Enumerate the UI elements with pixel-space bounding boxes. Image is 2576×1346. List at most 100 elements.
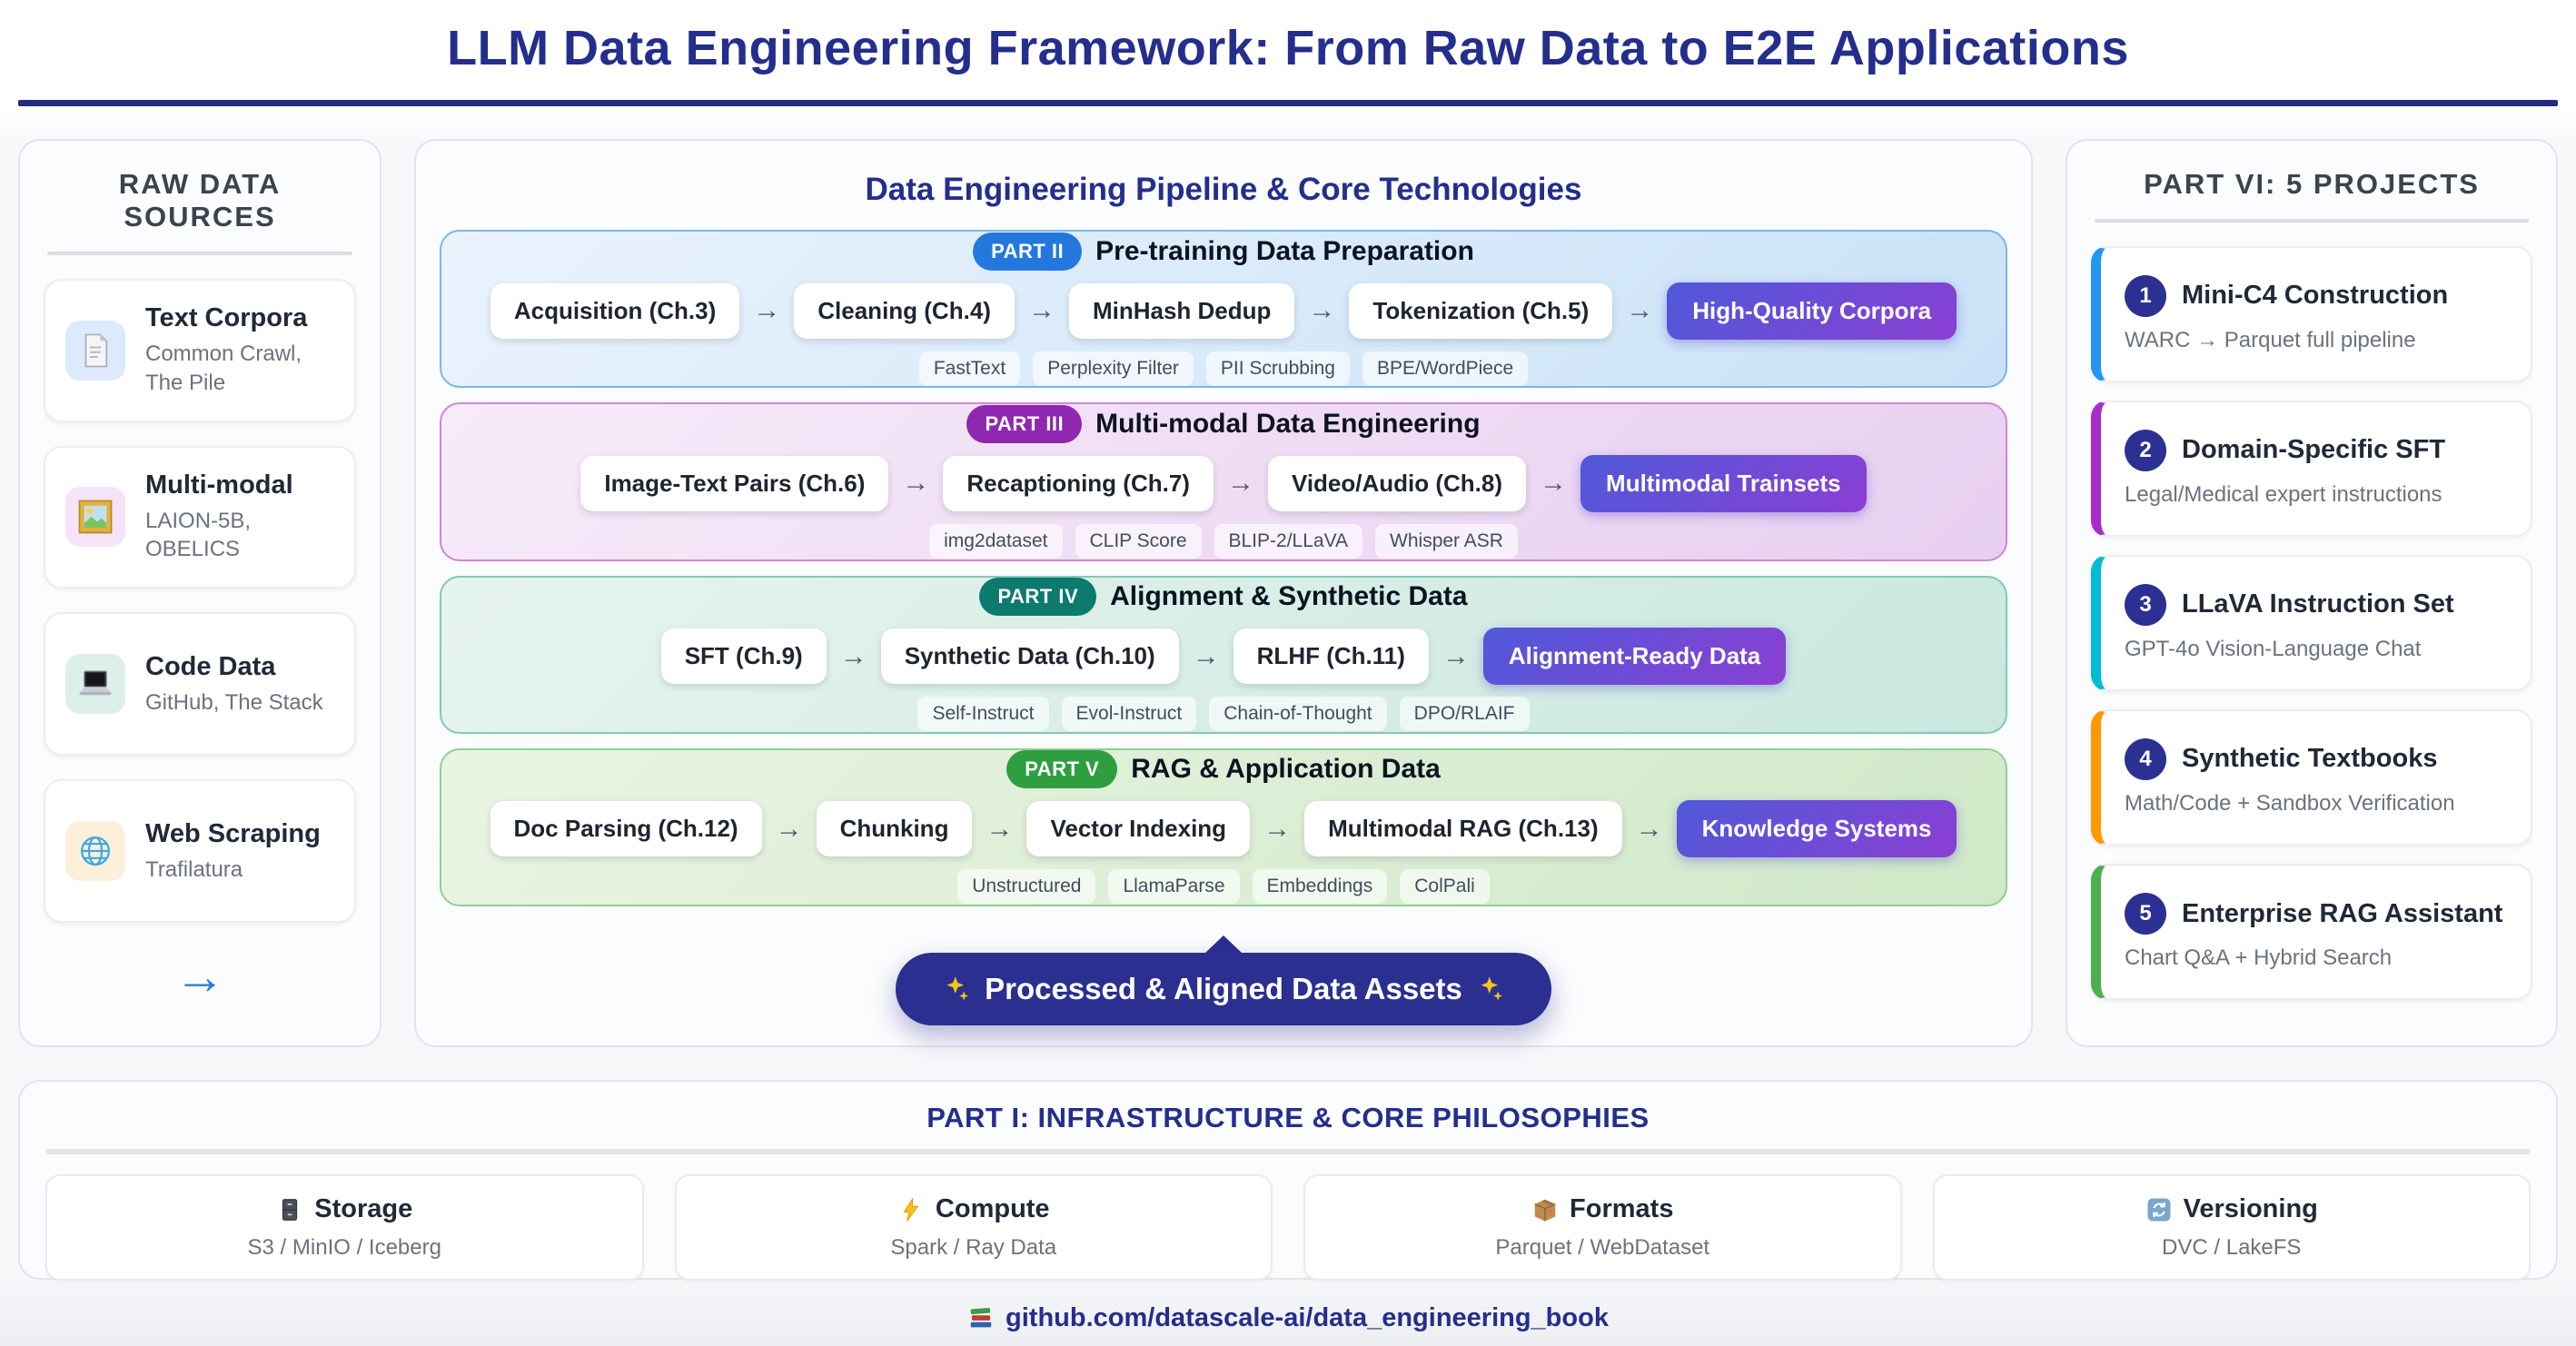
step-pill: Chunking [816, 801, 973, 857]
row-heading: Alignment & Synthetic Data [1110, 581, 1468, 612]
step-arrow-icon: → [775, 813, 803, 844]
result-pill: Alignment-Ready Data [1482, 628, 1787, 686]
step-arrow-icon: → [1192, 640, 1220, 671]
project-card-llava-instruction: 3 LLaVA Instruction Set GPT-4o Vision-La… [2091, 554, 2532, 691]
step-arrow-icon: → [753, 295, 781, 326]
storage-icon [276, 1196, 303, 1223]
step-arrow-icon: → [1635, 813, 1663, 844]
project-card-enterprise-rag: 5 Enterprise RAG Assistant Chart Q&A + H… [2091, 863, 2532, 1001]
flow-right-arrow-icon: → [174, 947, 225, 1005]
pipeline-row-alignment: PART IV Alignment & Synthetic Data SFT (… [440, 575, 2007, 734]
project-subtitle: Chart Q&A + Hybrid Search [2125, 945, 2393, 970]
project-card-mini-c4: 1 Mini-C4 Construction WARC → Parquet fu… [2091, 245, 2532, 382]
source-subtitle: GitHub, The Stack [145, 689, 323, 715]
pipeline-row-pretraining: PART II Pre-training Data Preparation Ac… [440, 230, 2007, 389]
tech-tag: Whisper ASR [1375, 523, 1518, 559]
infra-subtitle: S3 / MinIO / Iceberg [247, 1235, 441, 1260]
infrastructure-header: PART I: INFRASTRUCTURE & CORE PHILOSOPHI… [926, 1102, 1650, 1133]
step-arrow-icon: → [1626, 295, 1654, 326]
project-number-badge: 3 [2125, 583, 2166, 626]
data-assets-banner: Processed & Aligned Data Assets [440, 935, 2007, 1025]
package-icon [1531, 1196, 1559, 1223]
step-pill: SFT (Ch.9) [660, 628, 827, 685]
step-pill: RLHF (Ch.11) [1233, 628, 1429, 685]
tech-tag: Embeddings [1252, 869, 1388, 905]
tech-tag: img2dataset [929, 523, 1063, 559]
tech-tag: Evol-Instruct [1061, 697, 1197, 732]
part-badge: PART IV [979, 578, 1097, 617]
step-pill: Multimodal RAG (Ch.13) [1304, 801, 1622, 857]
project-number-badge: 2 [2125, 429, 2166, 471]
result-pill: Multimodal Trainsets [1580, 454, 1867, 512]
source-title: Web Scraping [145, 818, 321, 848]
step-arrow-icon: → [902, 468, 930, 499]
project-title: Synthetic Textbooks [2182, 744, 2438, 774]
row-heading: Multi-modal Data Engineering [1095, 408, 1481, 439]
part-badge: PART II [973, 232, 1083, 271]
source-subtitle: LAION-5B, OBELICS [145, 509, 252, 562]
tech-tag: CLIP Score [1075, 523, 1202, 559]
title-divider [18, 100, 2558, 106]
project-card-domain-sft: 2 Domain-Specific SFT Legal/Medical expe… [2091, 400, 2532, 537]
versioning-icon [2145, 1196, 2173, 1223]
tech-tag: BPE/WordPiece [1362, 351, 1529, 386]
source-subtitle: Trafilatura [145, 856, 243, 882]
sparkles-icon [1477, 975, 1504, 1003]
sparkles-icon [943, 975, 970, 1003]
projects-header: PART VI: 5 PROJECTS [2144, 168, 2480, 200]
infra-card-compute: Compute Spark / Ray Data [674, 1174, 1273, 1281]
source-subtitle: Common Crawl, The Pile [145, 341, 302, 395]
tech-tag: FastText [918, 351, 1021, 386]
page-title: LLM Data Engineering Framework: From Raw… [447, 21, 2129, 75]
main-columns: RAW DATA SOURCES Text Corpora Common Cra… [0, 106, 2576, 1047]
infra-title: Compute [935, 1194, 1050, 1223]
project-subtitle: WARC → Parquet full pipeline [2125, 327, 2416, 352]
github-repo-link[interactable]: github.com/datascale-ai/data_engineering… [1006, 1303, 1609, 1332]
step-pill: Recaptioning (Ch.7) [943, 455, 1214, 511]
result-pill: High-Quality Corpora [1667, 282, 1957, 340]
source-title: Multi-modal [145, 470, 293, 500]
tech-tag: Self-Instruct [917, 697, 1049, 732]
projects-divider [2095, 219, 2529, 223]
framed-picture-icon [65, 487, 125, 548]
infrastructure-panel: PART I: INFRASTRUCTURE & CORE PHILOSOPHI… [18, 1080, 2558, 1281]
row-heading: RAG & Application Data [1131, 754, 1441, 785]
document-icon [65, 320, 125, 381]
infra-subtitle: Parquet / WebDataset [1495, 1235, 1710, 1260]
project-card-synthetic-textbooks: 4 Synthetic Textbooks Math/Code + Sandbo… [2091, 708, 2532, 846]
project-number-badge: 1 [2125, 274, 2166, 317]
step-pill: Synthetic Data (Ch.10) [880, 628, 1179, 685]
source-card-text-corpora: Text Corpora Common Crawl, The Pile [44, 278, 356, 422]
raw-sources-divider [47, 252, 352, 255]
infra-card-versioning: Versioning DVC / LakeFS [1932, 1174, 2531, 1281]
step-pill: Acquisition (Ch.3) [490, 282, 740, 339]
step-pill: MinHash Dedup [1068, 282, 1295, 339]
books-icon [967, 1305, 995, 1332]
infra-title: Versioning [2183, 1194, 2318, 1223]
project-subtitle: Math/Code + Sandbox Verification [2125, 790, 2455, 816]
caret-up-icon [1205, 935, 1242, 953]
tech-tag: Chain-of-Thought [1209, 697, 1387, 732]
project-number-badge: 5 [2125, 893, 2166, 935]
part-badge: PART V [1006, 750, 1118, 789]
pipeline-panel: Data Engineering Pipeline & Core Technol… [414, 139, 2033, 1047]
pipeline-row-rag: PART V RAG & Application Data Doc Parsin… [440, 747, 2007, 906]
pipeline-title: Data Engineering Pipeline & Core Technol… [865, 172, 1582, 207]
infra-title: Storage [314, 1194, 413, 1223]
step-arrow-icon: → [839, 640, 867, 671]
infra-subtitle: DVC / LakeFS [2162, 1235, 2302, 1260]
infra-card-formats: Formats Parquet / WebDataset [1303, 1174, 1902, 1281]
source-card-code-data: Code Data GitHub, The Stack [44, 612, 356, 757]
step-pill: Vector Indexing [1026, 801, 1251, 857]
step-arrow-icon: → [986, 813, 1014, 844]
tech-tag: DPO/RLAIF [1399, 697, 1530, 732]
infra-title: Formats [1570, 1194, 1674, 1223]
source-title: Text Corpora [145, 303, 308, 333]
source-title: Code Data [145, 651, 276, 681]
result-pill: Knowledge Systems [1676, 800, 1957, 858]
globe-icon [65, 821, 125, 882]
infra-subtitle: Spark / Ray Data [890, 1235, 1057, 1260]
step-arrow-icon: → [1263, 813, 1292, 844]
step-arrow-icon: → [1442, 640, 1470, 671]
step-pill: Image-Text Pairs (Ch.6) [580, 455, 889, 511]
